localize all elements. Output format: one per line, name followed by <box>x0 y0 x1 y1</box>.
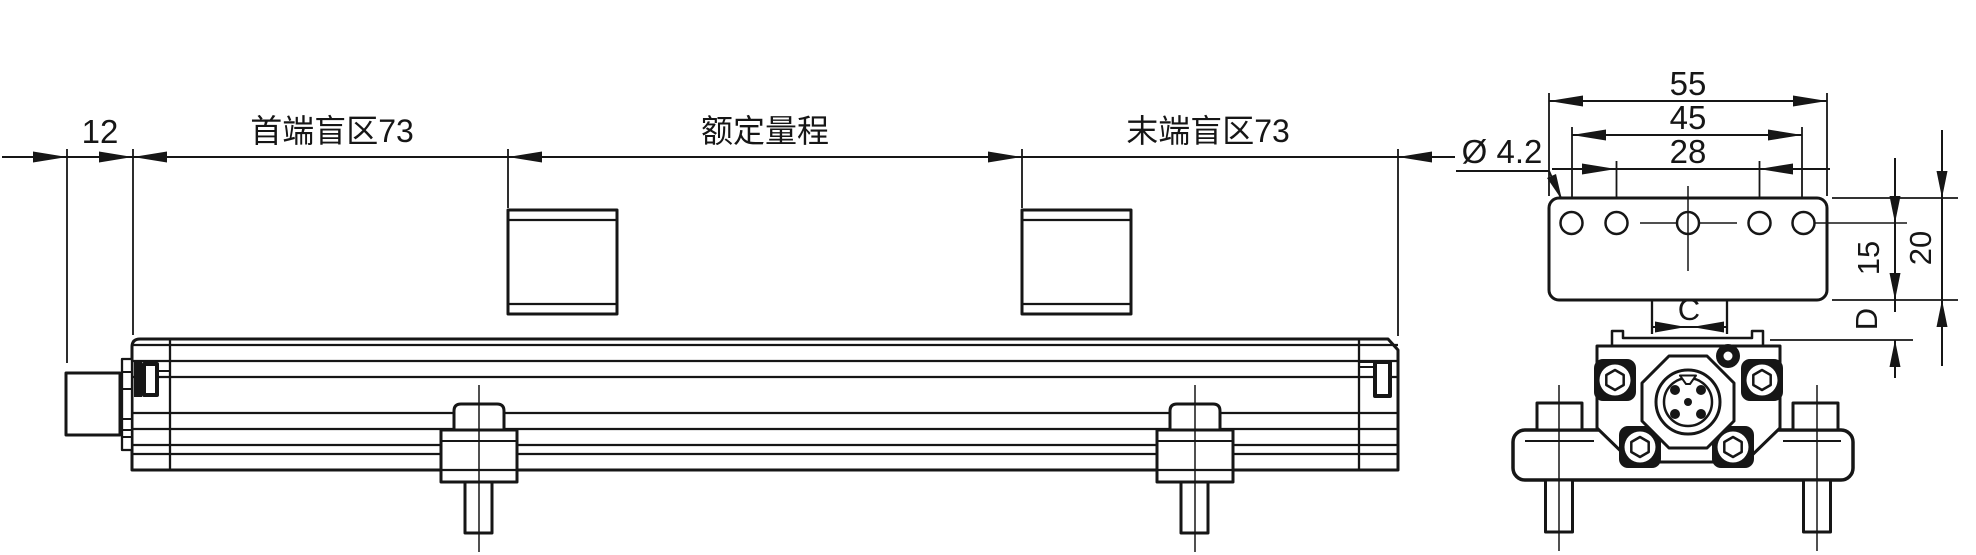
foot-bolt-right <box>1791 385 1840 551</box>
slider-at-end-position <box>1020 208 1133 316</box>
dim-label-clearance: D <box>1849 308 1884 330</box>
hole-centerlines <box>1640 186 1907 271</box>
cable-connector-block <box>64 371 122 437</box>
sensor-body-end-face <box>1511 329 1855 551</box>
dim-label-hole-to-base: 15 <box>1851 241 1886 275</box>
screw-top-right <box>1741 359 1783 401</box>
mounting-foot-right <box>1155 385 1235 552</box>
dimension-arrowheads <box>1549 95 1827 175</box>
screw-bottom-left <box>1619 426 1661 468</box>
side-view: 12 首端盲区73 额定量程 末端盲区73 Ø 4.2 <box>2 113 1578 552</box>
dim-label-hole-diameter: Ø 4.2 <box>1462 133 1543 170</box>
dimension-arrowheads <box>1889 171 1948 367</box>
end-view-width-dimensions: 55 45 28 <box>1548 65 1830 206</box>
end-view: 55 45 28 <box>1511 65 1958 551</box>
dimension-arrowheads <box>33 151 1432 163</box>
slider-stem-dimension: C <box>1650 292 1729 334</box>
end-clamp-strip <box>120 357 134 452</box>
dim-label-plate-height: 20 <box>1903 231 1938 265</box>
dim-label-slider-width: C <box>1678 292 1700 327</box>
end-cap-screw-block <box>1373 360 1392 398</box>
mounting-foot-left <box>439 385 519 552</box>
dim-label-offset: 12 <box>82 113 119 150</box>
body-top-rib <box>1610 329 1765 348</box>
side-view-dimension-chain: 12 首端盲区73 额定量程 末端盲区73 <box>2 113 1455 363</box>
corner-screws <box>1594 359 1783 468</box>
slider-at-start-position <box>506 208 619 316</box>
dim-label-inner-hole-span: 28 <box>1670 133 1707 170</box>
leader-arrowhead <box>1547 174 1562 200</box>
rail-left-end-cap <box>64 339 172 470</box>
connector-pins <box>1670 385 1706 419</box>
rail-right-end-cap <box>1357 339 1392 470</box>
dim-label-head-blind-zone: 首端盲区73 <box>250 113 414 149</box>
screw-bottom-right <box>1712 426 1754 468</box>
end-cap-screw-slot <box>134 362 142 397</box>
dim-label-tail-blind-zone: 末端盲区73 <box>1126 113 1290 149</box>
screw-top-left <box>1594 359 1636 401</box>
m12-connector <box>1640 354 1736 450</box>
connector-keyway <box>1679 374 1697 385</box>
end-cap-screw-block <box>142 362 159 397</box>
slider-mounting-plate <box>1547 186 1907 302</box>
dim-label-outer-hole-span: 45 <box>1670 99 1707 136</box>
end-view-height-dimensions: 15 20 D <box>1770 130 1958 378</box>
foot-bolt-left <box>1535 385 1584 551</box>
dim-label-rated-range: 额定量程 <box>701 113 829 149</box>
dim-label-overall-width: 55 <box>1670 65 1707 102</box>
led-indicator <box>1716 344 1740 368</box>
